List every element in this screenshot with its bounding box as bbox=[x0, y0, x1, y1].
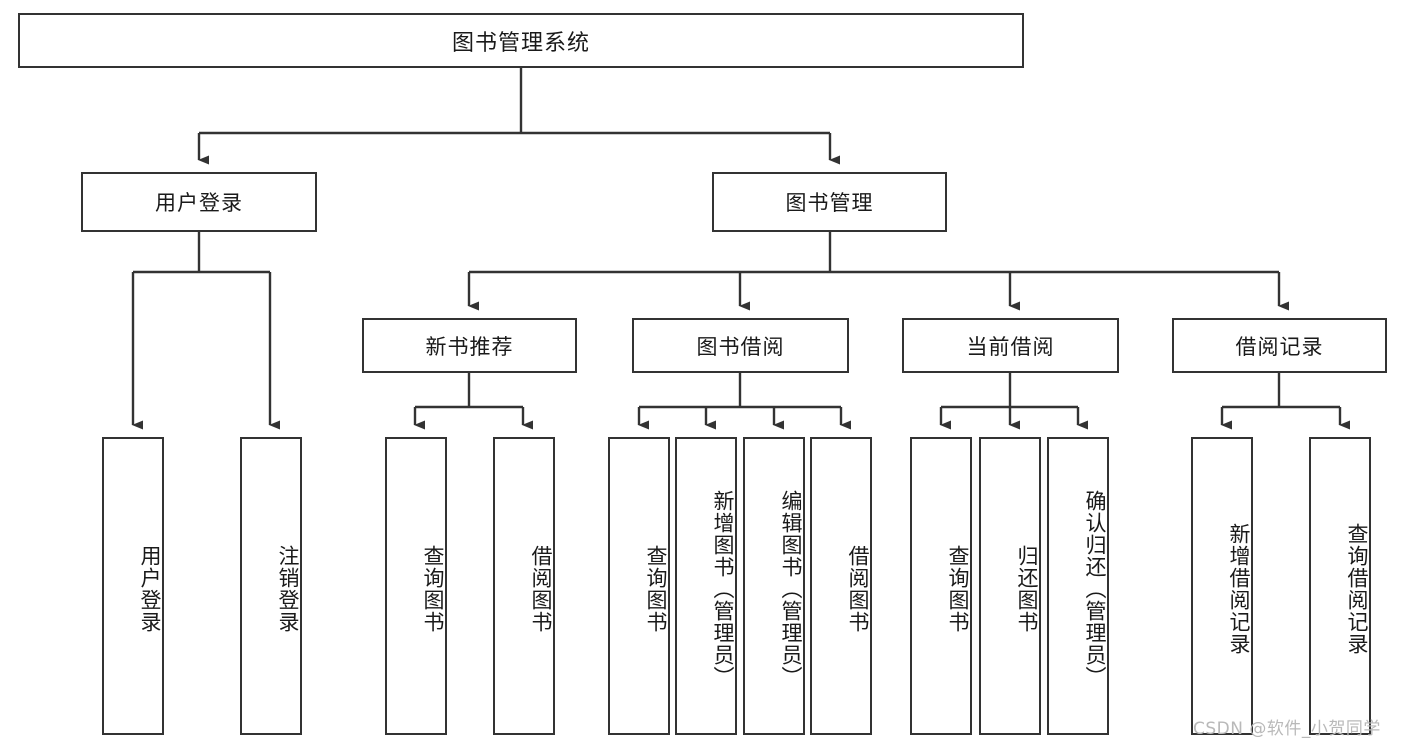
node-label: 图书管理系统 bbox=[451, 30, 590, 56]
node-leaf-query-book-new[interactable]: 查询图书 bbox=[385, 437, 447, 735]
node-label: 归还图书 bbox=[1015, 545, 1039, 633]
node-label: 新增借阅记录 bbox=[1227, 523, 1251, 655]
watermark-text: CSDN @软件_小贺同学 bbox=[1193, 719, 1381, 739]
node-label: 图书管理 bbox=[785, 191, 874, 215]
node-label: 借阅图书 bbox=[846, 545, 870, 633]
node-label: 用户登录 bbox=[155, 191, 243, 215]
node-book-borrow[interactable]: 图书借阅 bbox=[632, 318, 849, 373]
node-root-system[interactable]: 图书管理系统 bbox=[18, 13, 1024, 68]
node-label: 图书借阅 bbox=[696, 334, 785, 359]
node-label: 当前借阅 bbox=[966, 334, 1055, 359]
node-label: 编辑图书（管理员） bbox=[779, 490, 803, 688]
node-label: 新增图书（管理员） bbox=[711, 490, 735, 688]
node-label: 用户登录 bbox=[138, 545, 162, 633]
node-user-login[interactable]: 用户登录 bbox=[81, 172, 317, 232]
node-leaf-query-borrow-record[interactable]: 查询借阅记录 bbox=[1309, 437, 1371, 735]
node-label: 借阅图书 bbox=[529, 545, 553, 633]
node-label: 确认归还（管理员） bbox=[1083, 490, 1107, 688]
node-label: 查询图书 bbox=[644, 545, 668, 633]
node-leaf-borrow-book-new[interactable]: 借阅图书 bbox=[493, 437, 555, 735]
node-leaf-query-book-current[interactable]: 查询图书 bbox=[910, 437, 972, 735]
node-leaf-add-book-admin[interactable]: 新增图书（管理员） bbox=[675, 437, 737, 735]
node-label: 新书推荐 bbox=[425, 334, 514, 359]
node-borrow-record[interactable]: 借阅记录 bbox=[1172, 318, 1387, 373]
node-label: 借阅记录 bbox=[1235, 334, 1324, 359]
node-leaf-return-book[interactable]: 归还图书 bbox=[979, 437, 1041, 735]
node-leaf-edit-book-admin[interactable]: 编辑图书（管理员） bbox=[743, 437, 805, 735]
node-new-book-recommend[interactable]: 新书推荐 bbox=[362, 318, 577, 373]
node-label: 查询借阅记录 bbox=[1345, 523, 1369, 655]
node-leaf-add-borrow-record[interactable]: 新增借阅记录 bbox=[1191, 437, 1253, 735]
node-leaf-borrow-book[interactable]: 借阅图书 bbox=[810, 437, 872, 735]
node-leaf-query-book[interactable]: 查询图书 bbox=[608, 437, 670, 735]
node-leaf-confirm-return-admin[interactable]: 确认归还（管理员） bbox=[1047, 437, 1109, 735]
node-current-borrow[interactable]: 当前借阅 bbox=[902, 318, 1119, 373]
node-label: 注销登录 bbox=[276, 545, 300, 633]
node-label: 查询图书 bbox=[421, 545, 445, 633]
node-leaf-logout[interactable]: 注销登录 bbox=[240, 437, 302, 735]
node-leaf-user-login[interactable]: 用户登录 bbox=[102, 437, 164, 735]
node-label: 查询图书 bbox=[946, 545, 970, 633]
node-book-manage[interactable]: 图书管理 bbox=[712, 172, 947, 232]
